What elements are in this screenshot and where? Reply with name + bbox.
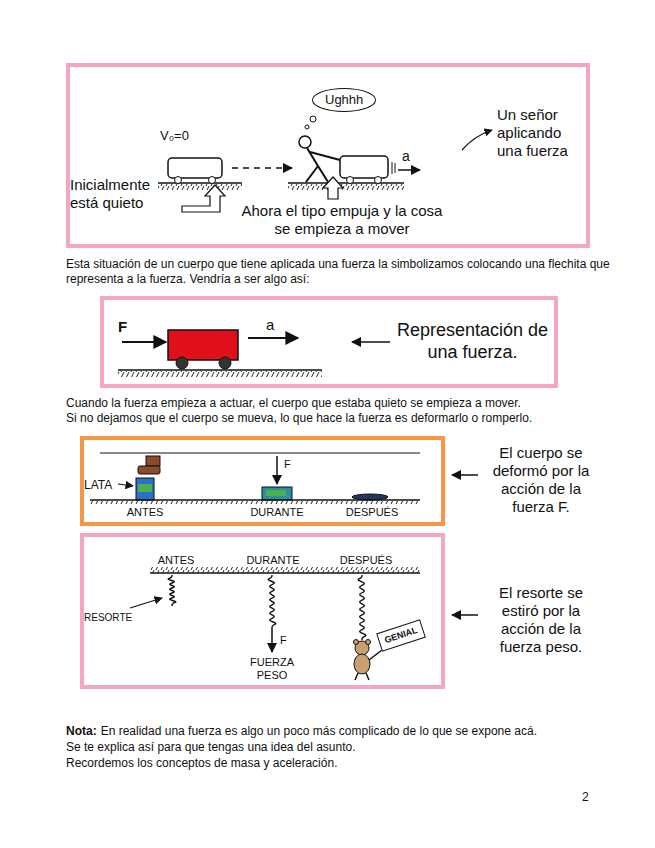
frame-text: ANTES <box>108 506 182 519</box>
spring-coil <box>268 575 276 628</box>
frame-text: F <box>284 458 296 471</box>
spring-coil <box>358 575 366 640</box>
frame-text: Inicialmente está quieto <box>70 176 180 212</box>
cart-scene <box>158 116 492 212</box>
frame-text: RESORTE <box>84 612 134 624</box>
frame-text: Representación de una fuerza. <box>395 320 550 363</box>
body-text: Cuando la fuerza empieza a actuar, el cu… <box>66 396 651 411</box>
frame-text: DESPUÉS <box>330 554 402 567</box>
frame-text: FUERZA PESO <box>236 656 308 682</box>
frame-text: F <box>118 318 132 336</box>
frame-text: V₀=0 <box>160 128 204 144</box>
sign-board: GENIAL <box>376 619 426 651</box>
shape-text: GENIAL <box>383 625 419 646</box>
body-text: Se te explica así para que tengas una id… <box>66 740 651 755</box>
frame-text: DESPUÉS <box>334 506 410 519</box>
shape-text: Ughhh <box>325 92 363 108</box>
frame-text: Ahora el tipo empuja y la cosa se empiez… <box>232 202 452 238</box>
frame-text: a <box>402 148 416 165</box>
scene-frame: V₀=0 Un señor aplicando una fuerza aInicia… <box>66 63 590 248</box>
scene-frame: LATAFANTESDURANTEDESPUÉSEl cuerpo se def… <box>80 436 445 526</box>
frame-text: F <box>280 634 292 647</box>
frame-text: DURANTE <box>236 554 310 567</box>
frame-text: El cuerpo se deformó por la acción de la… <box>482 444 600 516</box>
spring-coil <box>168 575 176 606</box>
body-text: Esta situación de un cuerpo que tiene ap… <box>66 257 651 287</box>
frame-text: a <box>266 316 280 334</box>
spring-scene <box>130 567 478 680</box>
body-text: Recordemos los conceptos de masa y acele… <box>66 756 651 771</box>
scene-frame: ANTESDURANTEDESPUÉSRESORTEFFUERZA PESOEl… <box>80 533 445 689</box>
page-number: 2 <box>582 790 589 805</box>
frame-text: DURANTE <box>238 506 316 519</box>
can-scene <box>90 453 478 504</box>
frame-text: Un señor aplicando una fuerza <box>497 106 585 160</box>
frame-text: ANTES <box>146 554 206 567</box>
scene-frame: Fa Representación de una fuerza. <box>100 296 558 388</box>
body-text: Si no dejamos que el cuerpo se mueva, lo… <box>66 411 651 426</box>
body-text: En realidad una fuerza es algo un poco m… <box>101 724 537 739</box>
force-representation <box>118 330 390 377</box>
note-heading: Nota: <box>66 724 97 739</box>
frame-text: El resorte se estiró por la acción de la… <box>482 584 600 656</box>
speech-bubble: Ughhh <box>312 88 376 112</box>
frame-text: LATA <box>84 478 118 492</box>
